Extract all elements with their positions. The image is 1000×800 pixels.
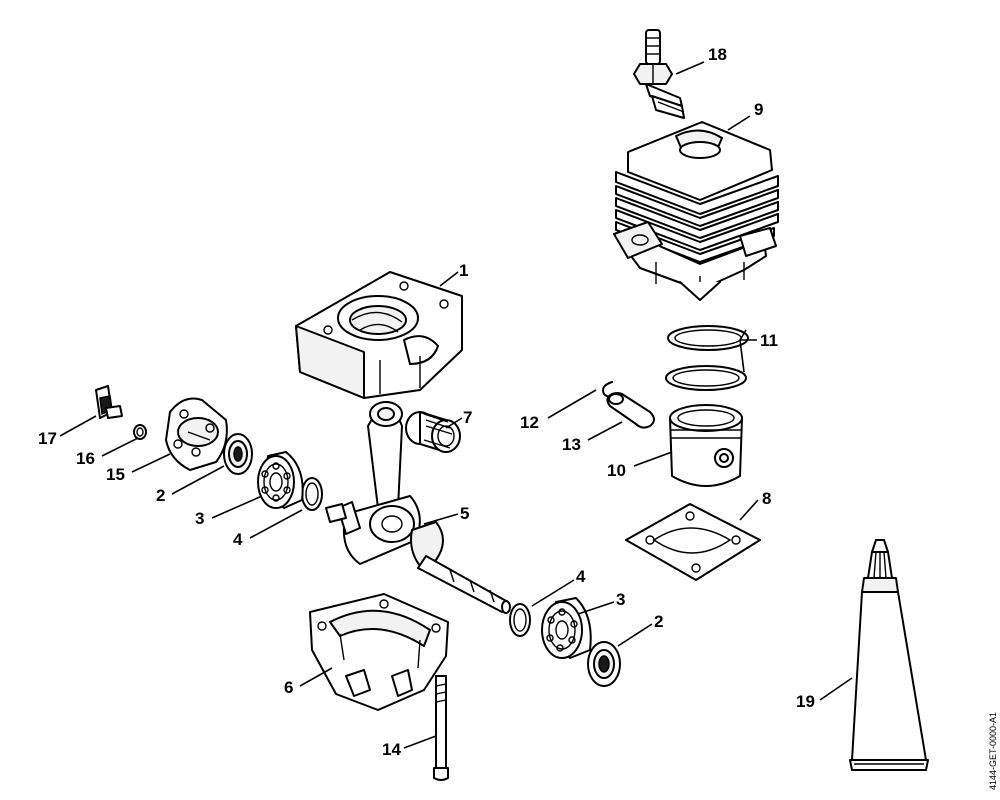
shim-ring-right[interactable] [509,603,531,637]
piston[interactable] [669,404,743,487]
crankcase-lower[interactable] [309,593,449,711]
oil-seal-left[interactable] [223,433,253,475]
grease-tube[interactable] [849,539,929,771]
callout-3-right: 3 [616,590,625,609]
callout-5: 5 [460,504,469,523]
callout-3-left: 3 [195,509,204,528]
callout-19: 19 [796,692,815,711]
callout-2-right: 2 [654,612,663,631]
callout-16: 16 [76,449,95,468]
callout-12: 12 [520,413,539,432]
callout-4-right: 4 [576,567,586,586]
callout-15: 15 [106,465,125,484]
callout-10: 10 [607,461,626,480]
spark-plug[interactable] [633,29,685,119]
callout-17: 17 [38,429,57,448]
callout-7: 7 [463,408,472,427]
callout-13: 13 [562,435,581,454]
ball-bearing-left[interactable] [257,451,304,509]
cylinder-gasket[interactable] [625,503,761,581]
callout-18: 18 [708,45,727,64]
drawing-reference-code: 4144-GET-0000-A1 [988,712,998,790]
callout-8: 8 [762,489,771,508]
callout-11: 11 [760,331,778,350]
callout-9: 9 [754,100,763,119]
o-ring[interactable] [133,424,147,440]
callout-14: 14 [382,740,401,759]
callout-2-left: 2 [156,486,165,505]
crankcase-screw[interactable] [433,675,449,781]
callout-6: 6 [284,678,293,697]
shim-ring-left[interactable] [301,477,323,511]
piston-pin[interactable] [606,392,655,429]
hose-connector[interactable] [95,385,123,419]
bearing-cover[interactable] [165,397,228,471]
ball-bearing-right[interactable] [541,597,592,659]
needle-cage[interactable] [405,411,461,453]
oil-seal-right[interactable] [587,641,621,687]
crankcase-upper[interactable] [295,271,463,399]
crankshaft[interactable] [325,401,511,614]
callout-labels: 18 9 1 11 12 13 10 8 7 5 17 16 15 2 3 4 … [38,45,815,759]
callout-1: 1 [459,261,468,280]
callout-4-left: 4 [233,530,243,549]
cylinder[interactable] [613,121,779,301]
piston-rings[interactable] [665,325,749,391]
leader-lines [59,61,853,749]
